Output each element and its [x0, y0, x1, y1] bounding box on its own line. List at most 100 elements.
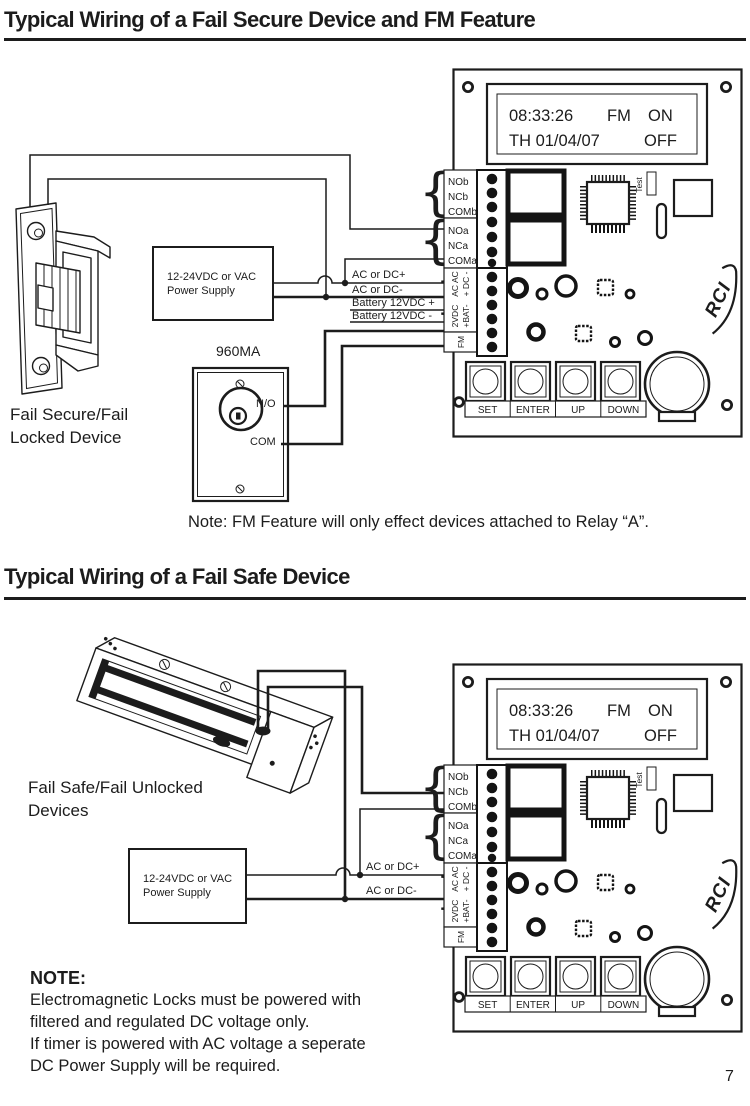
- relay-a: [505, 812, 567, 862]
- terminal-coma: COMa: [448, 851, 477, 862]
- power-supply-box-2: 12-24VDC or VAC Power Supply: [128, 848, 247, 924]
- power-supply-line1: 12-24VDC or VAC: [143, 873, 233, 885]
- microcontroller-chip: [580, 175, 636, 233]
- up-button: [554, 360, 597, 403]
- wire-label-acdc-plus: AC or DC+: [352, 269, 406, 281]
- timer-board-fail-safe: 08:33:26 FM ON TH 01/04/07 OFF { { { { N…: [419, 663, 743, 1033]
- terminal-nob: NOb: [448, 177, 469, 188]
- microcontroller-chip: [580, 770, 636, 828]
- enter-label: ENTER: [516, 405, 550, 416]
- power-terminal-strip: [476, 267, 508, 357]
- wire-label-battery-plus: Battery 12VDC +: [352, 297, 435, 309]
- terminal-dc: + DC -: [461, 271, 471, 296]
- terminal-comb: COMb: [448, 802, 477, 813]
- enter-button: [509, 360, 552, 403]
- terminal-comb: COMb: [448, 207, 477, 218]
- relay-terminal-labels: NOb NCb COMb NOa NCa COMa: [443, 169, 478, 269]
- set-label: SET: [478, 405, 497, 416]
- bottom-note: NOTE: Electromagnetic Locks must be powe…: [30, 968, 366, 1075]
- power-supply-box-1: 12-24VDC or VAC Power Supply: [152, 246, 274, 321]
- fail-safe-device-label: Fail Safe/Fail Unlocked Devices: [28, 778, 203, 820]
- maglock-screws: [103, 636, 319, 750]
- terminal-noa: NOa: [448, 226, 469, 237]
- mounting-hole: [720, 993, 733, 1006]
- relay-b: [505, 168, 567, 218]
- terminal-nob: NOb: [448, 772, 469, 783]
- component-oval: [655, 797, 668, 835]
- terminal-ncb: NCb: [448, 192, 468, 203]
- lcd-date: TH 01/04/07: [509, 727, 600, 745]
- down-button: [599, 955, 642, 998]
- wire-label-acdc-plus-2: AC or DC+: [366, 861, 420, 873]
- terminal-acac: AC AC: [450, 866, 460, 892]
- timer-board-fail-secure: 08:33:26 FM ON TH 01/04/07 OFF { { { { N…: [419, 68, 743, 438]
- test-jumper: Test: [634, 766, 657, 791]
- lcd-display: 08:33:26 FM ON TH 01/04/07 OFF: [485, 677, 709, 761]
- terminal-nca: NCa: [448, 241, 468, 252]
- terminal-bat: +BAT-: [461, 899, 471, 922]
- mounting-hole: [453, 396, 465, 408]
- mounting-hole: [461, 80, 474, 93]
- relay-terminal-labels: NOb NCb COMb NOa NCa COMa: [443, 764, 478, 864]
- up-button: [554, 955, 597, 998]
- set-button: [464, 360, 507, 403]
- relay-b: [505, 763, 567, 813]
- down-button: [599, 360, 642, 403]
- power-supply-line1: 12-24VDC or VAC: [167, 270, 257, 283]
- terminal-ncb: NCb: [448, 787, 468, 798]
- up-label: UP: [571, 1000, 585, 1011]
- section1-title: Typical Wiring of a Fail Secure Device a…: [4, 7, 536, 32]
- terminal-bat: +BAT-: [461, 304, 471, 327]
- power-supply-line2: Power Supply: [143, 887, 211, 899]
- page-number: 7: [725, 1068, 734, 1085]
- mounting-hole: [719, 80, 732, 93]
- test-label: Test: [634, 772, 644, 788]
- button-label-row: SET ENTER UP DOWN: [464, 995, 647, 1013]
- board-components: [507, 274, 653, 348]
- up-label: UP: [571, 405, 585, 416]
- battery-holder: [643, 945, 711, 1018]
- power-terminal-labels: AC AC + DC - 2VDC +BAT- FM: [443, 862, 478, 948]
- power-terminal-labels: AC AC + DC - 2VDC +BAT- FM: [443, 267, 478, 353]
- section2-title: Typical Wiring of a Fail Safe Device: [4, 564, 350, 589]
- section2-rule: [4, 597, 746, 600]
- fail-safe-wires: [246, 669, 444, 903]
- component-square: [672, 773, 714, 813]
- key-switch-com-label: COM: [250, 436, 276, 448]
- mounting-hole: [720, 398, 733, 411]
- wire-label-acdc-minus-2: AC or DC-: [366, 885, 417, 897]
- rci-logo: RCI: [701, 264, 738, 335]
- lcd-on: ON: [648, 107, 673, 125]
- fail-secure-device-label: Fail Secure/Fail Locked Device: [10, 405, 129, 447]
- fail-secure-wires: [29, 154, 444, 446]
- wire-label-battery-minus: Battery 12VDC -: [352, 310, 433, 322]
- key-switch-rating: 960MA: [216, 343, 261, 359]
- set-label: SET: [478, 1000, 497, 1011]
- lcd-date: TH 01/04/07: [509, 132, 600, 150]
- test-jumper: Test: [634, 171, 657, 196]
- terminal-acac: AC AC: [450, 271, 460, 297]
- terminal-dc: + DC -: [461, 866, 471, 891]
- section1-rule: [4, 38, 746, 41]
- set-button: [464, 955, 507, 998]
- lcd-off: OFF: [644, 727, 677, 745]
- mounting-hole: [719, 675, 732, 688]
- enter-label: ENTER: [516, 1000, 550, 1011]
- maglock-wire-hole: [255, 726, 271, 736]
- mounting-hole: [453, 991, 465, 1003]
- power-terminal-strip: [476, 862, 508, 952]
- terminal-fm: FM: [456, 336, 466, 348]
- mounting-hole: [461, 675, 474, 688]
- board-components: [507, 869, 653, 943]
- relay-a: [505, 217, 567, 267]
- terminal-nca: NCa: [448, 836, 468, 847]
- down-label: DOWN: [608, 405, 640, 416]
- enter-button: [509, 955, 552, 998]
- note-heading: NOTE:: [30, 968, 86, 988]
- terminal-noa: NOa: [448, 821, 469, 832]
- lcd-off: OFF: [644, 132, 677, 150]
- brand-text: RCI: [701, 874, 736, 915]
- brand-text: RCI: [701, 279, 736, 320]
